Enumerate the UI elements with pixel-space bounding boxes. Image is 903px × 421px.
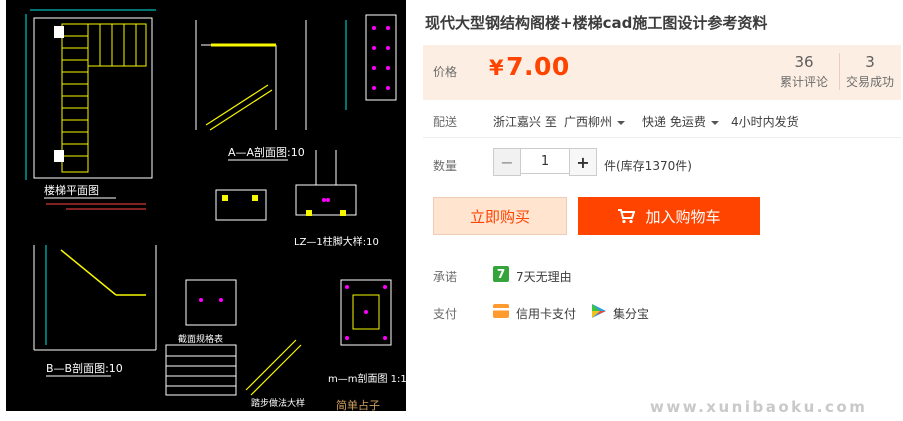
quantity-decrease-button[interactable]: − [493, 148, 521, 176]
reviews-stat[interactable]: 36 累计评论 [771, 53, 837, 90]
label-section-mm: m—m剖面图 1:10 [328, 372, 406, 385]
price-value: ¥7.00 [489, 52, 570, 81]
add-to-cart-label: 加入购物车 [645, 207, 721, 226]
reviews-label: 累计评论 [779, 75, 828, 89]
add-to-cart-button[interactable]: 加入购物车 [578, 197, 760, 235]
delivery-method-select[interactable]: 快递 免运费 [642, 113, 719, 130]
promise-label: 承诺 [433, 270, 458, 284]
label-table-title: 截面规格表 [178, 333, 223, 345]
chevron-down-icon [710, 120, 719, 125]
trades-label: 交易成功 [845, 75, 894, 89]
quantity-input[interactable] [521, 148, 569, 174]
trades-stat: 3 交易成功 [839, 53, 900, 90]
quantity-label: 数量 [433, 159, 458, 173]
ship-time: 4小时内发货 [731, 115, 799, 129]
reviews-count: 36 [794, 53, 814, 71]
trades-count: 3 [865, 53, 875, 71]
currency-symbol: ¥ [489, 56, 505, 80]
label-step-detail: 踏步做法大样 [251, 397, 305, 409]
divider [423, 137, 901, 138]
label-column-foot: LZ—1柱脚大样:10 [294, 235, 379, 248]
delivery-label: 配送 [433, 115, 458, 129]
delivery-from: 浙江嘉兴 至 [493, 115, 557, 129]
payment-jifenbao: 集分宝 [613, 307, 650, 321]
price-amount: 7.00 [506, 52, 570, 81]
chevron-down-icon [617, 120, 626, 125]
jifenbao-icon [592, 304, 606, 318]
product-info-panel: 现代大型钢结构阁楼+楼梯cad施工图设计参考资料 价格 ¥7.00 36 累计评… [423, 0, 903, 421]
buy-now-button[interactable]: 立即购买 [433, 197, 567, 235]
watermark: www.xunibaoku.com [650, 398, 868, 416]
preview-caption: 简单占子 [336, 398, 380, 411]
label-section-bb: B—B剖面图:10 [46, 361, 123, 375]
quantity-increase-button[interactable]: + [569, 148, 597, 176]
delivery-method: 快递 免运费 [642, 115, 706, 129]
delivery-destination-select[interactable]: 广西柳州 [564, 113, 626, 130]
quantity-stepper: − + [493, 148, 597, 176]
cart-icon [618, 209, 636, 224]
payment-credit-card: 信用卡支付 [516, 307, 577, 321]
label-stair-plan: 楼梯平面图 [44, 183, 99, 197]
product-title: 现代大型钢结构阁楼+楼梯cad施工图设计参考资料 [425, 14, 768, 32]
credit-card-icon [493, 304, 509, 318]
price-box: 价格 ¥7.00 36 累计评论 3 交易成功 [423, 45, 901, 100]
price-label: 价格 [433, 65, 458, 79]
payment-label: 支付 [433, 307, 458, 321]
product-preview-image[interactable]: 楼梯平面图 A—A剖面图:10 LZ—1柱脚大样:10 [6, 0, 406, 411]
stock-text: 件(库存1370件) [604, 159, 692, 173]
promise-text[interactable]: 7天无理由 [516, 270, 572, 284]
label-section-aa: A—A剖面图:10 [228, 145, 305, 159]
seven-day-return-icon: 7 [493, 266, 509, 282]
cad-drawing: 楼梯平面图 A—A剖面图:10 LZ—1柱脚大样:10 [25, 9, 406, 411]
delivery-destination: 广西柳州 [564, 115, 613, 129]
